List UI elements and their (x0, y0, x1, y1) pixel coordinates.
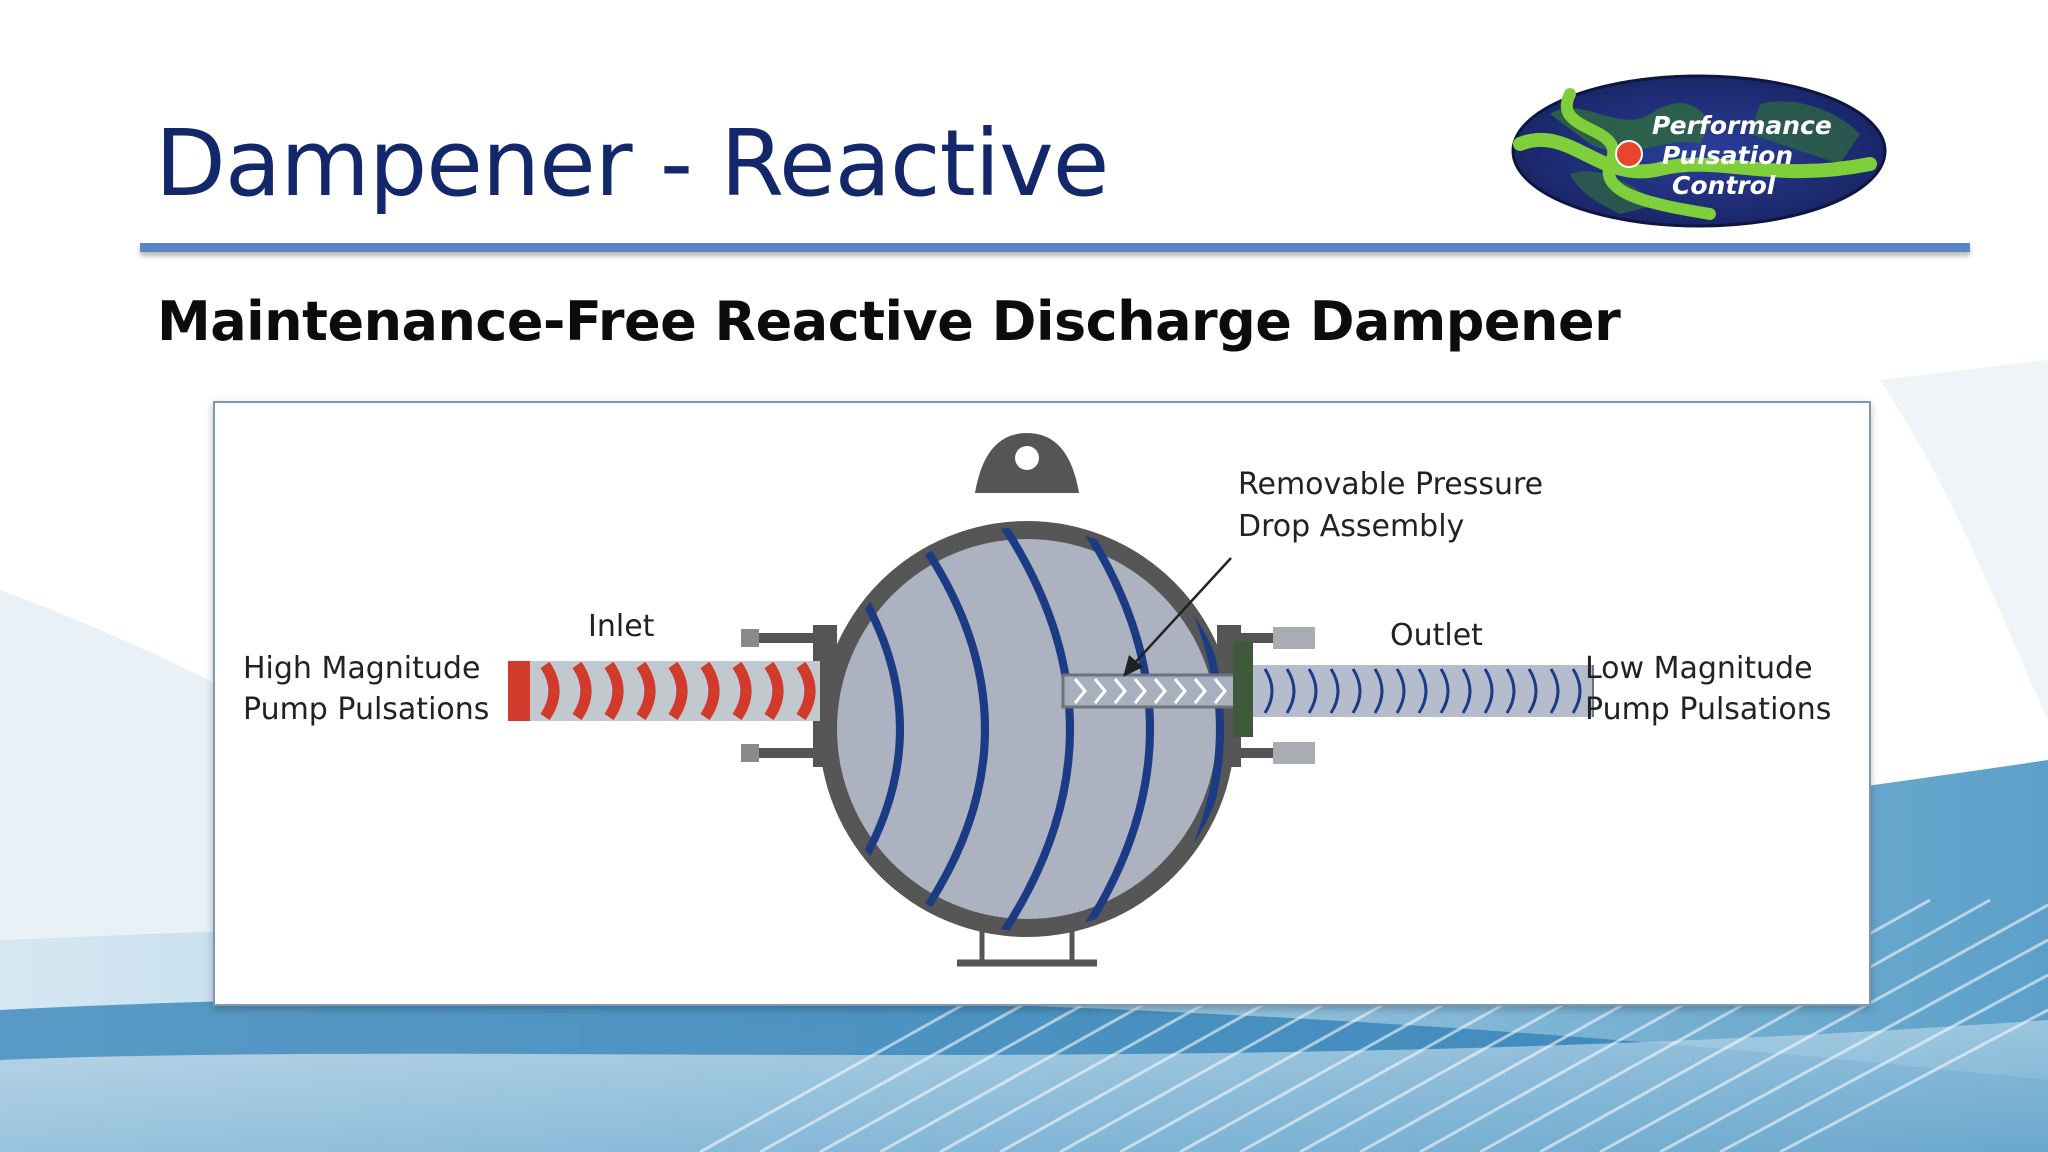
outlet-label: Outlet (1390, 618, 1483, 653)
vessel-body (837, 539, 1217, 919)
high-magnitude-label-line2: Pump Pulsations (243, 692, 489, 727)
logo-line-3: Control (1672, 171, 1776, 200)
slide-title: Dampener - Reactive (155, 110, 1109, 217)
title-divider (140, 243, 1970, 252)
logo-line-1: Performance (1652, 111, 1832, 140)
removable-assembly-label-line1: Removable Pressure (1238, 467, 1543, 502)
high-magnitude-label-line1: High Magnitude (243, 651, 480, 686)
outlet-pipe (1253, 665, 1594, 717)
slide-subtitle: Maintenance-Free Reactive Discharge Damp… (157, 290, 1621, 353)
dampener-diagram: Inlet Outlet High Magnitude Pump Pulsati… (213, 401, 1871, 1006)
low-pulse-arcs (1263, 668, 1582, 714)
inlet-pipe (508, 661, 820, 721)
logo-line-2: Pulsation (1662, 141, 1793, 170)
company-logo: Performance Pulsation Control (1511, 74, 1887, 228)
removable-assembly-label-line2: Drop Assembly (1238, 509, 1464, 544)
low-magnitude-label-line2: Pump Pulsations (1585, 692, 1831, 727)
dampener-illustration: Inlet Outlet High Magnitude Pump Pulsati… (243, 433, 1831, 967)
inlet-label: Inlet (588, 609, 655, 644)
high-pulse-arcs (540, 661, 816, 721)
low-magnitude-label-line1: Low Magnitude (1585, 651, 1813, 686)
callout-arrow (1123, 557, 1232, 677)
pressure-drop-tube (1061, 641, 1253, 737)
lifting-lug (975, 433, 1079, 493)
